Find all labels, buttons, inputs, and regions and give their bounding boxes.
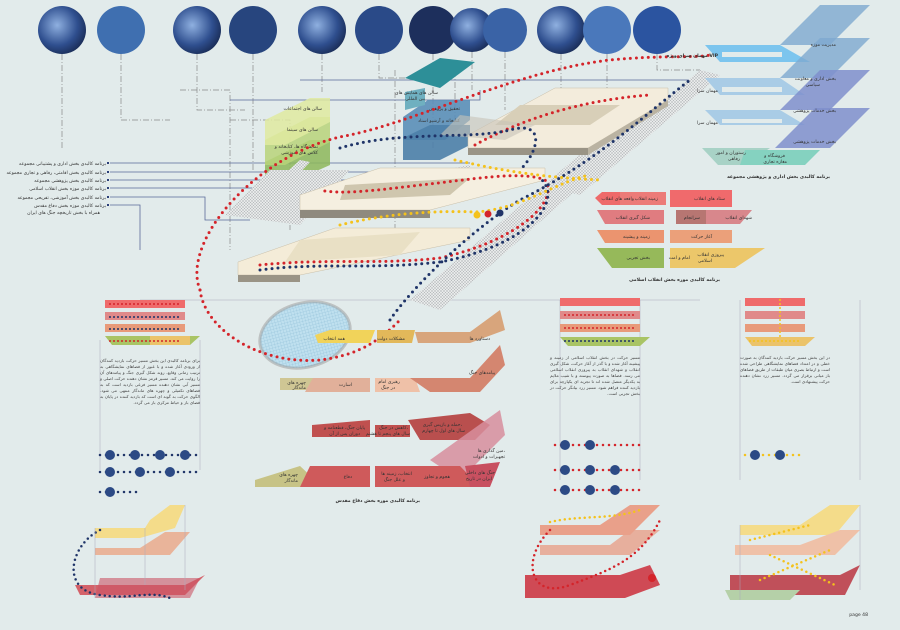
label: واقعه های انقلاب [601,197,634,202]
label: بین المللی [405,97,425,102]
photo-thumbnail[interactable] [583,6,631,54]
label: مشکلات دولت [377,336,405,342]
label: کتابخانه و آرشیو اسناد [418,118,461,124]
photo-thumbnail[interactable] [483,8,527,52]
photo-thumbnail[interactable] [450,8,494,52]
label: ماندگار [292,384,307,391]
pool [258,300,352,370]
legend-item: برنامه کالبدی بخش پژوهشی مجموعه [34,178,106,184]
photo-thumbnail[interactable] [633,6,681,54]
legend-item: برنامه کالبدی موزه بخش انقلاب اسلامی [29,186,106,192]
defense-program: همه انتخاب مشکلات دولت دستاورد ها پیامده… [255,310,506,504]
label: چهره های [279,473,298,478]
mini-route-diagrams [105,298,815,346]
photo-route-rows [98,440,802,497]
label: سیاسی [806,83,820,88]
label: مهمان سرا [697,121,719,126]
label: ستاد های انقلاب [694,197,725,202]
label: و علل جنگ [384,477,405,483]
label: ماندگار [284,477,299,484]
label: فروشگاه و [763,152,785,159]
label: سال های پنجم تا هشتم [366,432,410,437]
caption: برنامه کالبدی موزه بخش دفاع مقدس [336,498,421,504]
label: پیامدهای جنگ [469,370,496,376]
label: سالن های همایش های [395,91,438,96]
description-left: برای برنامه کالبدی این بخش مسیر حرکت باز… [100,358,200,405]
label: تحقیق و پژوهش [429,107,461,112]
legend-item: همراه با بخش تاریخچه جنگ های ایران [27,210,100,216]
legend-item: برنامه کالبدی موزه بخش دفاع مقدس [34,203,106,209]
label: مین گذاری ها، [478,447,506,454]
label: دفاع [344,475,352,480]
label: بخش تجربی [627,256,650,261]
revolution-program: ستاد های انقلاب زمینه انقلاب واقعه های ا… [595,190,765,283]
description-right: در این بخش مسیر حرکت بازدید کنندگان به ص… [740,355,830,384]
photo-thumbnail[interactable] [97,6,145,54]
label: بخش خدمات پژوهشی [793,140,836,145]
photo-thumbnail[interactable] [409,6,457,54]
label: همه انتخاب [323,337,345,342]
photo-thumbnail[interactable] [173,6,221,54]
page-number: page 48 [849,612,868,618]
label: نمایشگاه ها، کتابخانه و [274,143,318,150]
label: پایان جنگ، قطعنامه و [323,425,366,431]
label: امام و امت [669,256,690,261]
photo-thumbnail[interactable] [355,6,403,54]
label: اسارت [339,383,352,388]
photo-strip [38,6,681,54]
label: ایران در تاریخ [466,477,492,482]
legend-item: برنامه کالبدی بخش آموزشی، تفریحی مجموعه [17,195,106,201]
label: زمینه انقلاب [635,197,658,202]
label: مهمان سرا [697,89,719,94]
label: در جنگ [381,385,395,391]
label: حمله و بازپس گیری، [423,421,463,428]
label: رستوران و امور [715,151,746,156]
legend-left: برنامه کالبدی بخش اداری و پشتیبانی مجموع… [6,161,109,216]
label: جنگ های داخلی [465,470,495,476]
label: سالن های اجتماعات [283,107,322,112]
legend-item: برنامه کالبدی بخش اداری و پشتیبانی مجموع… [19,161,106,167]
label: سالن های سینما [287,128,318,133]
photo-thumbnail[interactable] [298,6,346,54]
label: اسلامی [698,259,712,264]
legend-item: برنامه کالبدی بخش اقامتی، رفاهی و تجاری … [6,170,106,176]
label: چهره های [287,381,306,386]
bottom-3d-diagrams [72,505,861,600]
label: هجوم و تجاوز [423,475,450,480]
label: انتخاب، زمینه ها [381,472,412,477]
photo-thumbnail[interactable] [38,6,86,54]
label: رفاهی [728,157,740,162]
label: آغاز حرکت [691,234,713,240]
label: پیروزی انقلاب [697,253,724,258]
label: دوران پس از آن [329,431,360,437]
label: تجهیزات و ادوات [473,455,506,460]
label: سال های اول تا چهارم [422,429,465,434]
label: بخش خدمات پژوهشی [793,109,836,114]
photo-thumbnail[interactable] [229,6,277,54]
label: بخش اداری و معاونت [795,77,836,82]
label: سرانجام [684,216,700,221]
circulation-paths [195,53,712,362]
label: مدیریت موزه [811,43,837,48]
label: کلاس های آموزشی [281,150,319,156]
label: مهمان سرای ویژه VIP [667,53,719,59]
label: دستاورد ها [470,337,490,342]
label: کاهش در جنگ، [379,425,408,431]
research-stack: سالن های همایش های بین المللی تحقیق و پژ… [395,58,475,160]
label: شهدای انقلاب [725,216,752,221]
label: مغازه تجاری [763,160,787,165]
label: شکل گیری انقلاب [616,214,651,221]
caption: برنامه کالبدی بخش اداری و پژوهشی مجموعه [727,174,830,180]
label: زمینه و پیشینه [623,235,650,240]
photo-thumbnail[interactable] [537,6,585,54]
label: رهبری امام [378,380,400,385]
caption: برنامه کالبدی موزه بخش انقلاب اسلامی [629,277,720,283]
admin-stack: مهمان سرای ویژه VIP مهمان سرا مهمان سرا … [667,5,870,180]
description-middle: مسیر حرکت در بخش انقلاب اسلامی از زمینه … [550,355,640,396]
